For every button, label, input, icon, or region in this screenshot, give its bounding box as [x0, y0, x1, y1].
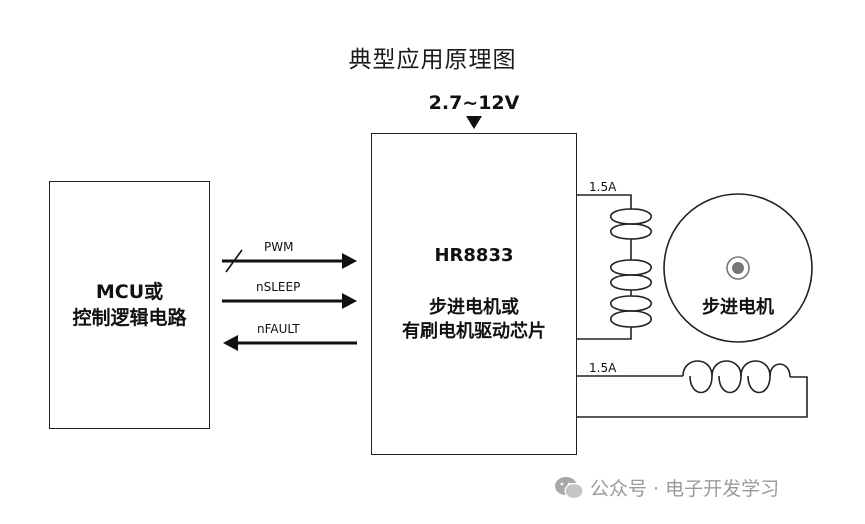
- supply-arrow-icon: [466, 116, 482, 129]
- watermark: 公众号 · 电子开发学习: [554, 474, 779, 501]
- pwm-arrowhead-icon: [342, 253, 357, 269]
- motor-label: 步进电机: [702, 297, 774, 318]
- coil-a-wiring: [577, 194, 632, 340]
- nfault-arrowhead-icon: [223, 335, 238, 351]
- watermark-text: 公众号 · 电子开发学习: [590, 478, 780, 500]
- driver-desc-line2: 有刷电机驱动芯片: [402, 321, 546, 342]
- coil-b-wiring: [577, 375, 808, 418]
- mcu-label-line1: MCU或: [95, 281, 164, 303]
- signal-label-nsleep: nSLEEP: [256, 280, 301, 294]
- mcu-block-label: MCU或 控制逻辑电路: [49, 279, 210, 331]
- motor-shaft-inner: [732, 262, 744, 274]
- driver-part-number: HR8833: [434, 245, 514, 266]
- driver-desc-line1: 步进电机或: [429, 297, 519, 318]
- coil-b-current: 1.5A: [589, 361, 617, 375]
- mcu-block: [49, 181, 210, 429]
- nsleep-arrowhead-icon: [342, 293, 357, 309]
- pwm-bus-slash: [225, 249, 243, 273]
- mcu-label-line2: 控制逻辑电路: [72, 307, 187, 329]
- diagram-title: 典型应用原理图: [348, 47, 517, 73]
- wechat-icon: [555, 476, 584, 499]
- supply-voltage-label: 2.7~12V: [428, 92, 520, 114]
- signal-label-pwm: PWM: [264, 240, 294, 254]
- coil-b-inductor: [682, 360, 791, 394]
- driver-chip-block: [371, 133, 577, 455]
- coil-a-current: 1.5A: [589, 180, 617, 194]
- coil-a-inductor: [610, 208, 652, 328]
- signal-label-nfault: nFAULT: [257, 322, 300, 336]
- driver-description: 步进电机或 有刷电机驱动芯片: [371, 296, 577, 344]
